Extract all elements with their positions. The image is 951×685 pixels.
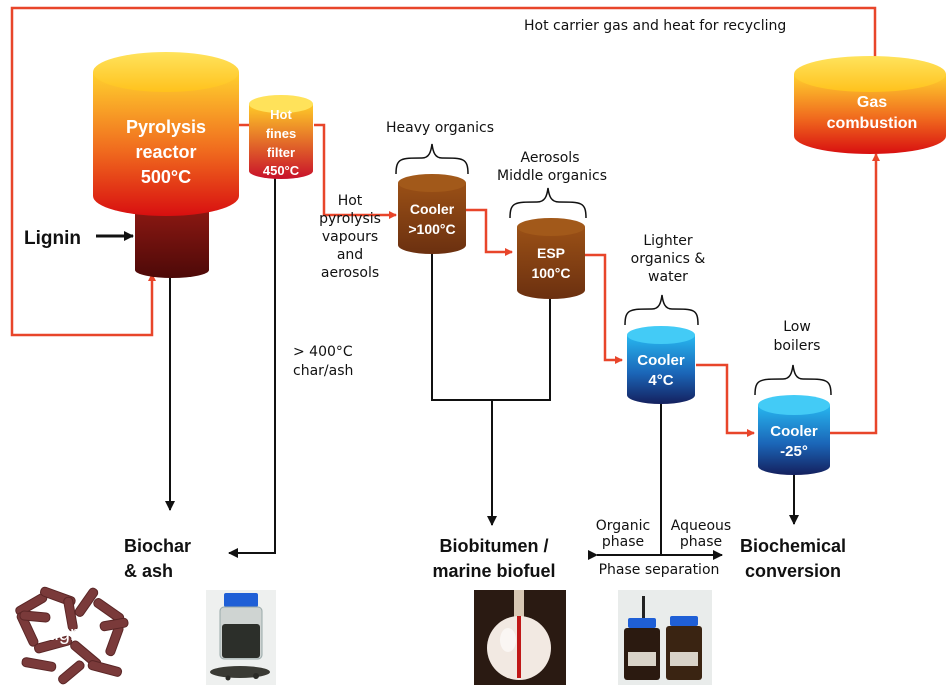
filter-label-line3: filter	[267, 145, 295, 160]
phase-separation-label: Phase separation	[599, 562, 720, 578]
brace-low-boilers	[754, 364, 832, 396]
product-biochar: Biochar & ash	[124, 536, 191, 581]
heavy-organics-label: Heavy organics	[386, 120, 494, 136]
filter-to-biochar-line	[228, 175, 276, 558]
gas-combustion: Gas combustion	[794, 56, 946, 154]
hot-vapours-line4: and	[337, 247, 363, 263]
filter-label-line2: fines	[266, 126, 296, 141]
aerosols-line2: Middle organics	[497, 168, 607, 184]
hot-fines-filter: Hot fines filter 450°C	[249, 95, 313, 179]
aqueous-phase-line2: phase	[680, 534, 722, 550]
filter-to-cooler-line	[314, 123, 397, 219]
combustion-label-line1: Gas	[857, 94, 887, 111]
brace-aerosols	[509, 187, 587, 219]
esp-to-cooler4-line	[584, 253, 623, 364]
cooler-100: Cooler >100°C	[398, 174, 466, 254]
cooler-minus25: Cooler -25°	[758, 395, 830, 475]
lighter-organics-label: Lighter organics & water	[631, 233, 706, 285]
recycle-loop-line	[10, 6, 877, 337]
aerosols-label: Aerosols Middle organics	[497, 150, 607, 184]
esp-unit: ESP 100°C	[517, 218, 585, 299]
aqueous-phase-line1: Aqueous	[671, 518, 731, 534]
lighter-organics-line3: water	[648, 269, 688, 285]
braces	[395, 143, 832, 396]
reactor-label-line2: reactor	[135, 142, 196, 162]
cooler100-label-line1: Cooler	[410, 201, 455, 217]
biochar-line2: & ash	[124, 561, 173, 581]
hot-vapours-line2: pyrolysis	[319, 211, 381, 227]
lighter-organics-line2: organics &	[631, 251, 706, 267]
phase-bottles-photo	[618, 590, 712, 685]
cooler100-drain-line	[431, 247, 492, 401]
low-boilers-label: Low boilers	[774, 319, 821, 354]
product-lines	[96, 175, 799, 560]
biochar-jar-photo	[206, 590, 276, 685]
char-ash-label: > 400°C char/ash	[293, 344, 353, 379]
lignin-pellets-photo: Lignin	[15, 586, 129, 685]
lignin-photo-caption: Lignin	[43, 623, 96, 645]
biochemical-line2: conversion	[745, 561, 841, 581]
product-biochemical: Biochemical conversion	[740, 536, 846, 581]
pyrolysis-reactor: Pyrolysis reactor 500°C	[93, 52, 239, 278]
cooler4-to-cooler25-line	[696, 363, 755, 437]
reactor-label-line3: 500°C	[141, 167, 191, 187]
cooler25-label-line1: Cooler	[770, 423, 818, 440]
esp-label-line1: ESP	[537, 245, 565, 261]
cooler4-label-line2: 4°C	[648, 372, 673, 389]
low-boilers-line1: Low	[783, 319, 811, 335]
hot-vapours-label: Hot pyrolysis vapours and aerosols	[319, 193, 381, 281]
aerosols-line1: Aerosols	[520, 150, 579, 166]
biochemical-line1: Biochemical	[740, 536, 846, 556]
char-ash-line2: char/ash	[293, 363, 353, 379]
cooler-4: Cooler 4°C	[627, 326, 695, 404]
organic-phase-line1: Organic	[596, 518, 650, 534]
brace-lighter-organics	[624, 294, 699, 326]
gas-flow-lines	[10, 6, 880, 437]
combustion-label-line2: combustion	[827, 115, 918, 132]
esp-drain-line	[492, 292, 551, 401]
cooler100-label-line2: >100°C	[408, 221, 455, 237]
char-ash-line1: > 400°C	[293, 344, 353, 360]
cooler25-to-combustion-line	[829, 153, 880, 435]
filter-label-line1: Hot	[270, 107, 292, 122]
hot-vapours-line3: vapours	[322, 229, 378, 245]
low-boilers-line2: boilers	[774, 338, 821, 354]
brace-heavy-organics	[395, 143, 469, 175]
biochar-line1: Biochar	[124, 536, 191, 556]
biobitumen-line2: marine biofuel	[432, 561, 555, 581]
esp-label-line2: 100°C	[531, 265, 570, 281]
hot-vapours-line1: Hot	[338, 193, 363, 209]
organic-phase-line2: phase	[602, 534, 644, 550]
cooler25-label-line2: -25°	[780, 443, 808, 460]
lighter-organics-line1: Lighter	[643, 233, 693, 249]
flask-photo	[474, 590, 566, 685]
organic-phase-label: Organic phase	[596, 518, 650, 550]
biobitumen-line1: Biobitumen /	[440, 536, 549, 556]
product-biobitumen: Biobitumen / marine biofuel	[432, 536, 555, 581]
cooler4-label-line1: Cooler	[637, 352, 685, 369]
cooler-to-esp-line	[466, 208, 513, 256]
reactor-label-line1: Pyrolysis	[126, 117, 206, 137]
aqueous-phase-label: Aqueous phase	[671, 518, 731, 550]
feed-label: Lignin	[24, 228, 81, 249]
hot-vapours-line5: aerosols	[321, 265, 379, 281]
recycle-label: Hot carrier gas and heat for recycling	[524, 18, 786, 34]
filter-label-line4: 450°C	[263, 163, 300, 178]
